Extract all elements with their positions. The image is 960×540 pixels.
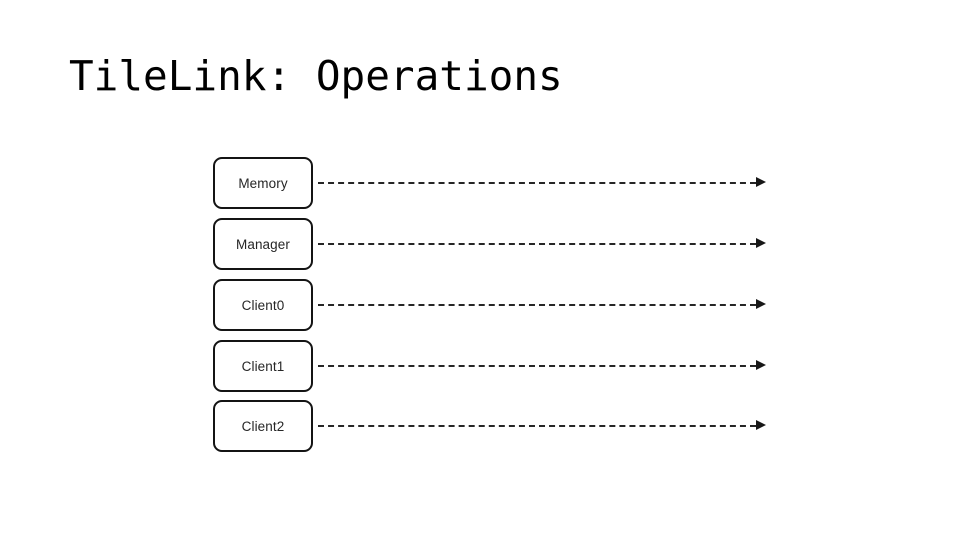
- lane-row: Client0: [213, 279, 773, 332]
- timeline-arrow-icon: [756, 419, 766, 430]
- node-label: Client0: [241, 297, 285, 313]
- timeline-dashed-line: [318, 424, 756, 427]
- node-label: Manager: [236, 236, 290, 252]
- timeline-dashed-line: [318, 364, 756, 367]
- node-label: Client1: [241, 358, 285, 374]
- timeline-arrow-icon: [756, 298, 766, 309]
- timeline-dashed-line: [318, 181, 756, 184]
- timeline-dashed-line: [318, 303, 756, 306]
- node-box[interactable]: Client0: [213, 279, 313, 331]
- node-box[interactable]: Client2: [213, 400, 313, 452]
- node-box[interactable]: Client1: [213, 340, 313, 392]
- node-box[interactable]: Memory: [213, 157, 313, 209]
- lane-row: Client2: [213, 400, 773, 453]
- lane-row: Client1: [213, 340, 773, 393]
- lane-row: Manager: [213, 218, 773, 271]
- timeline-arrow-icon: [756, 237, 766, 248]
- timeline-arrow-icon: [756, 176, 766, 187]
- node-box[interactable]: Manager: [213, 218, 313, 270]
- node-label: Client2: [241, 418, 285, 434]
- timeline-arrow-icon: [756, 359, 766, 370]
- page-title: TileLink: Operations: [69, 52, 563, 100]
- lane-row: Memory: [213, 157, 773, 210]
- timeline-dashed-line: [318, 242, 756, 245]
- node-label: Memory: [238, 175, 288, 191]
